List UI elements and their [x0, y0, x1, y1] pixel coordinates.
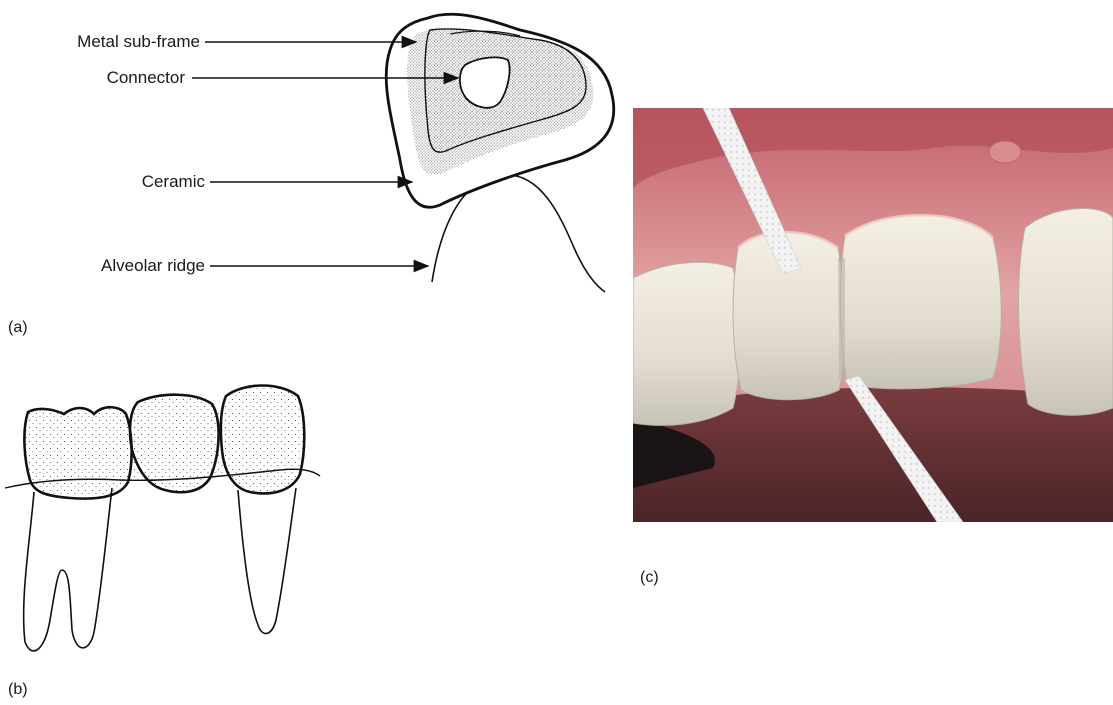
bridge-diagram — [0, 370, 340, 690]
panel-a-tag: (a) — [8, 318, 28, 338]
connector-outline — [460, 57, 510, 107]
panel-b-tag: (b) — [8, 680, 28, 700]
tooth-left — [633, 262, 741, 425]
tooth-right — [1019, 209, 1113, 416]
crown-premolar — [221, 386, 304, 494]
crown-molar — [24, 407, 131, 498]
clinical-photo — [633, 108, 1113, 522]
molar-roots — [24, 488, 112, 651]
premolar-root — [238, 488, 296, 634]
panel-c-tag: (c) — [640, 568, 659, 588]
crown-pontic — [130, 395, 219, 492]
bridge-tooth-2 — [840, 215, 1001, 389]
crossection-diagram — [0, 0, 640, 320]
